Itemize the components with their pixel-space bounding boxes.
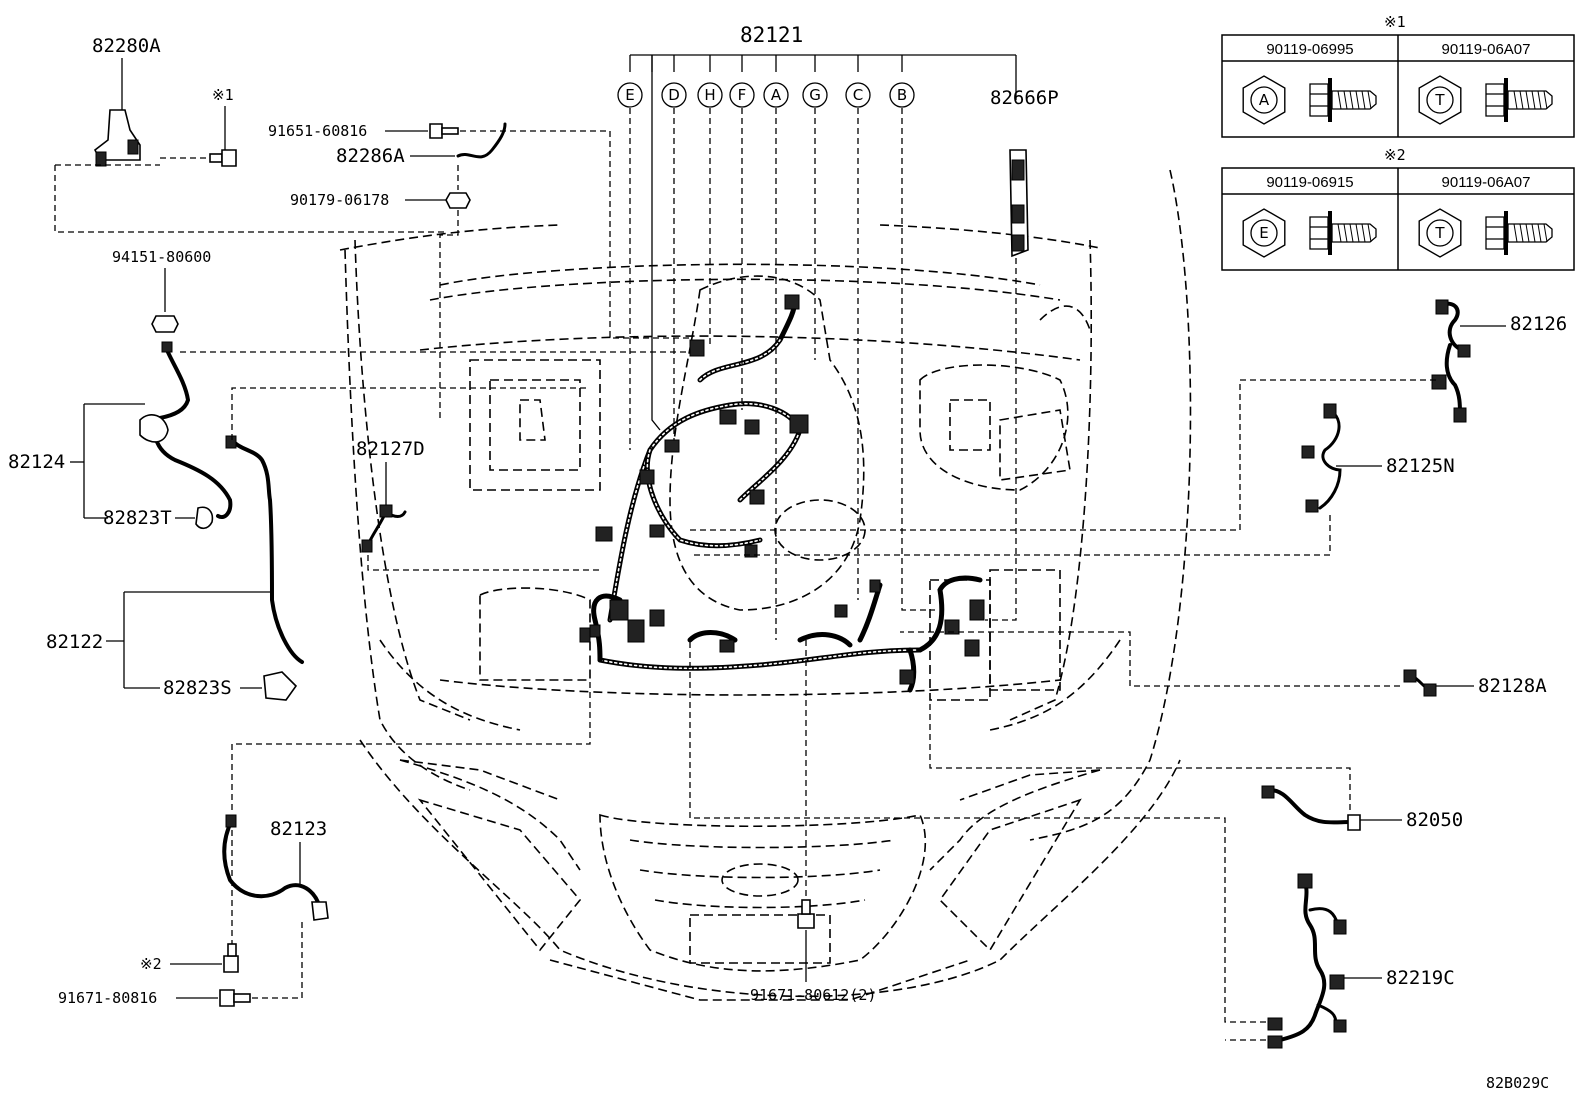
label-82124: 82124 [8, 451, 65, 473]
part-82127D: 82127D [356, 438, 600, 571]
branch-letter-D: D [668, 86, 680, 104]
main-engine-room-harness [579, 294, 985, 693]
note-code-90119-06A07: 90119-06A07 [1442, 41, 1531, 58]
note-tables: ※190119-06995A90119-06A07T※290119-06915E… [1221, 13, 1575, 271]
part-82122: 82122 [46, 387, 590, 689]
label-82123: 82123 [270, 818, 327, 840]
part-82123: 82123 [222, 680, 591, 921]
branch-circle-E [617, 82, 643, 108]
part-94151-80600: 94151-80600 [112, 248, 211, 333]
bolt-symbol-A: A [1259, 91, 1270, 109]
branch-circle-D [661, 82, 687, 108]
branch-letter-C: C [853, 86, 863, 104]
part-91651-60816: 91651-60816 [268, 122, 690, 339]
branch-circle-H [697, 82, 723, 108]
label-82125N: 82125N [1386, 455, 1455, 477]
part-82219C: 82219C [689, 640, 1455, 1049]
part-82666P: 82666P [990, 87, 1059, 258]
part-82823T: 82823T [103, 506, 214, 530]
note-code-90119-06915: 90119-06915 [1266, 174, 1353, 191]
label-91671-80816: 91671-80816 [58, 989, 157, 1007]
branch-letter-A: A [771, 86, 782, 104]
label-82280A: 82280A [92, 35, 161, 57]
part-82286A: 82286A [336, 122, 507, 167]
label-91671-80612: 91671-80612(2) [750, 986, 876, 1004]
bolt-symbol-T: T [1434, 91, 1445, 109]
part-82125N: 82125N [690, 403, 1455, 556]
part-82823S: 82823S [163, 671, 298, 701]
part-82126: 82126 [690, 299, 1567, 531]
note-table-marker-2: ※2 [1384, 146, 1406, 164]
branch-letter-B: B [897, 86, 907, 104]
harness-group-82121: 82121 [629, 23, 1017, 431]
branch-letter-G: G [809, 86, 821, 104]
label-94151-80600: 94151-80600 [112, 248, 211, 266]
bolt-side-icon [1309, 216, 1329, 250]
part-82128A: 82128A [900, 631, 1547, 697]
note1-bolt: ※1 [209, 86, 237, 167]
branch-circle-C [845, 82, 871, 108]
label-82122: 82122 [46, 631, 103, 653]
label-91651-60816: 91651-60816 [268, 122, 367, 140]
label-82126: 82126 [1510, 313, 1567, 335]
label-82823T: 82823T [103, 507, 172, 529]
bolt-side-icon [1309, 83, 1329, 117]
part-82050: 82050 [929, 700, 1463, 831]
part-82124: 82124 [8, 341, 690, 519]
label-82286A: 82286A [336, 145, 405, 167]
part-91671-80612: 91671-80612(2) [750, 640, 876, 1004]
label-82128A: 82128A [1478, 675, 1547, 697]
branch-letter-H: H [704, 86, 715, 104]
note-code-90119-06A07: 90119-06A07 [1442, 174, 1531, 191]
branch-circle-A [763, 82, 789, 108]
note-table-marker-1: ※1 [1384, 13, 1406, 31]
note2-marker: ※2 [140, 955, 162, 973]
label-82823S: 82823S [163, 677, 232, 699]
bolt-symbol-E: E [1259, 224, 1268, 242]
note-code-90119-06995: 90119-06995 [1266, 41, 1353, 58]
label-82050: 82050 [1406, 809, 1463, 831]
note2-bolt: ※2 [140, 830, 239, 973]
bolt-symbol-T: T [1434, 224, 1445, 242]
label-82219C: 82219C [1386, 967, 1455, 989]
bolt-side-icon [1485, 83, 1505, 117]
branch-circle-G [802, 82, 828, 108]
label-90179-06178: 90179-06178 [290, 191, 389, 209]
bolt-side-icon [1485, 216, 1505, 250]
branch-circle-F [729, 82, 755, 108]
part-91671-80816: 91671-80816 [58, 918, 303, 1007]
branch-letter-E: E [625, 86, 634, 104]
label-82127D: 82127D [356, 438, 425, 460]
vehicle-outline [339, 169, 1192, 1001]
branch-circle-B [889, 82, 915, 108]
label-82121: 82121 [740, 23, 803, 47]
figure-code: 82B029C [1486, 1074, 1549, 1092]
label-82666P: 82666P [990, 87, 1059, 109]
branch-letter-F: F [738, 86, 747, 104]
part-90179-06178: 90179-06178 [290, 165, 471, 420]
part-82280A: 82280A [54, 35, 448, 233]
note1-marker: ※1 [212, 86, 234, 104]
branch-leads [629, 108, 1017, 640]
